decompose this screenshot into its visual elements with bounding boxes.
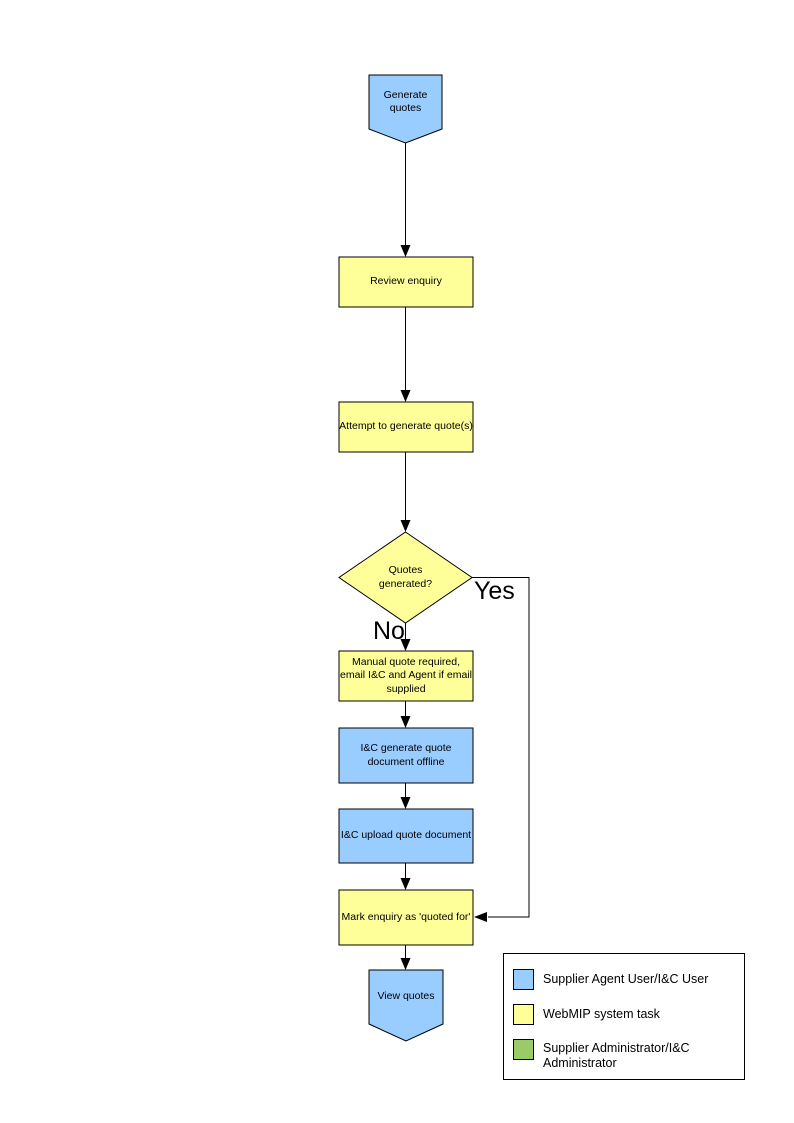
start-node-shape	[368, 74, 443, 144]
decision-node-shape	[338, 531, 473, 624]
arrowhead-into-attempt	[400, 390, 411, 402]
end-node-shape	[368, 969, 444, 1042]
legend-label-webmip-task: WebMIP system task	[543, 1007, 660, 1021]
manual-node-shape	[338, 650, 474, 702]
arrowhead-into-manual	[400, 639, 411, 651]
offline-node-shape	[338, 727, 474, 784]
connector-yes-branch	[472, 577, 530, 918]
legend-label-supplier-agent: Supplier Agent User/I&C User	[543, 972, 709, 986]
upload-node-shape	[338, 808, 474, 864]
arrowhead-into-offline	[400, 716, 411, 728]
mark-node-shape	[338, 889, 474, 946]
legend-label-supplier-admin: Supplier Administrator/I&C Administrator	[543, 1041, 690, 1070]
review-node-label: Review enquiry	[370, 275, 442, 288]
end-node-label: View quotes	[377, 990, 435, 1003]
decision-node-label: Quotes generated?	[378, 564, 433, 590]
upload-node-label: I&C upload quote document	[340, 829, 472, 842]
review-node-shape	[338, 256, 474, 308]
legend-swatch-supplier-admin	[513, 1039, 534, 1060]
no-branch-label: No	[373, 617, 405, 645]
arrowhead-into-review	[400, 245, 411, 257]
offline-node-label: I&C generate quote document offline	[360, 742, 452, 768]
manual-node-label: Manual quote required, email I&C and Age…	[340, 656, 472, 695]
start-node-label: Generate quotes	[383, 88, 428, 114]
attempt-node-label: Attempt to generate quote(s)	[339, 420, 473, 433]
legend: Supplier Agent User/I&C User WebMIP syst…	[503, 953, 745, 1080]
legend-swatch-supplier-agent	[513, 969, 534, 990]
arrowhead-yes-into-mark	[474, 912, 487, 922]
legend-swatch-webmip-task	[513, 1004, 534, 1025]
attempt-node-shape	[338, 401, 474, 453]
mark-node-label: Mark enquiry as 'quoted for'	[341, 910, 471, 923]
arrowhead-into-decision	[400, 520, 411, 532]
arrowhead-into-end	[400, 958, 411, 970]
yes-branch-label: Yes	[474, 577, 515, 605]
arrowhead-into-mark	[400, 878, 411, 890]
arrowhead-into-upload	[400, 797, 411, 809]
